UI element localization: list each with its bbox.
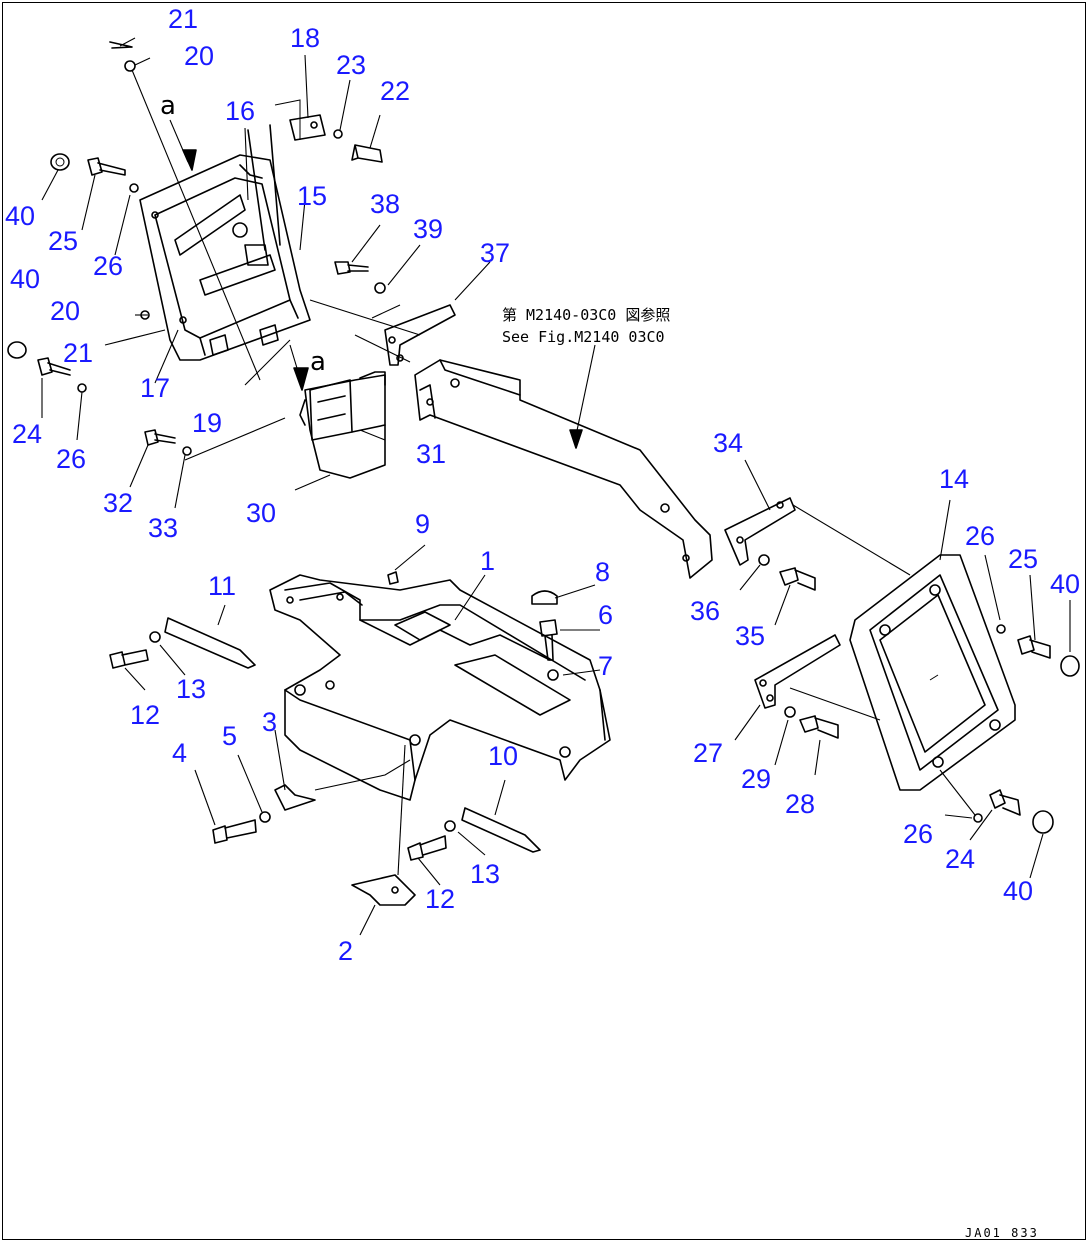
window-frame-upper-left	[139, 154, 311, 361]
callout-22: 22	[380, 76, 410, 106]
callout-24: 24	[945, 844, 975, 874]
callout-5: 5	[222, 721, 237, 751]
callout-33: 33	[148, 513, 178, 543]
fasteners-center	[109, 571, 559, 906]
callout-4: 4	[172, 738, 187, 768]
callout-35: 35	[735, 621, 765, 651]
callout-15: 15	[297, 181, 327, 211]
leader-lines	[41, 37, 1071, 936]
callout-23: 23	[336, 50, 366, 80]
stay-rods	[247, 99, 301, 251]
fasteners-upper-left	[7, 41, 386, 456]
callout-37: 37	[480, 238, 510, 268]
callout-labels: 21 20 18 23 22 16 15 40 25 26 38 39 37 4…	[5, 4, 1080, 966]
callout-3: 3	[262, 707, 277, 737]
callout-9: 9	[415, 509, 430, 539]
callout-27: 27	[693, 738, 723, 768]
reference-note-en: See Fig.M2140 03C0	[502, 328, 665, 346]
callout-40: 40	[1003, 876, 1033, 906]
callout-16: 16	[225, 96, 255, 126]
window-frame-right	[849, 554, 1016, 791]
callout-26: 26	[903, 819, 933, 849]
callout-34: 34	[713, 428, 743, 458]
view-marker-a-upper: a	[160, 91, 176, 121]
callout-40: 40	[1050, 569, 1080, 599]
callout-38: 38	[370, 189, 400, 219]
callout-28: 28	[785, 789, 815, 819]
callout-32: 32	[103, 488, 133, 518]
callout-21: 21	[168, 4, 198, 34]
callout-40: 40	[5, 201, 35, 231]
callout-10: 10	[488, 741, 518, 771]
long-beam	[414, 359, 713, 579]
callout-21: 21	[63, 338, 93, 368]
callout-13: 13	[470, 859, 500, 889]
callout-24: 24	[12, 419, 42, 449]
callout-2: 2	[338, 936, 353, 966]
callout-8: 8	[595, 557, 610, 587]
callout-26: 26	[965, 521, 995, 551]
callout-20: 20	[184, 41, 214, 71]
callout-36: 36	[690, 596, 720, 626]
callout-39: 39	[413, 214, 443, 244]
callout-17: 17	[140, 373, 170, 403]
callout-6: 6	[598, 600, 613, 630]
callout-31: 31	[416, 439, 446, 469]
callout-40: 40	[10, 264, 40, 294]
fasteners-right	[784, 624, 1080, 834]
base-plate	[269, 574, 611, 801]
callout-26: 26	[56, 444, 86, 474]
callout-20: 20	[50, 296, 80, 326]
callout-19: 19	[192, 408, 222, 438]
l-bracket-30-31	[299, 371, 386, 479]
callout-11: 11	[208, 571, 236, 601]
drawing-code: JA01 833	[965, 1226, 1039, 1240]
callout-25: 25	[1008, 544, 1038, 574]
bracket-18	[289, 114, 383, 163]
callout-30: 30	[246, 498, 276, 528]
bracket-34	[724, 497, 816, 591]
callout-13: 13	[176, 674, 206, 704]
callout-26: 26	[93, 251, 123, 281]
view-arrows	[169, 119, 309, 391]
reference-note-jp: 第 M2140-03C0 図参照	[502, 306, 670, 324]
callout-12: 12	[425, 884, 455, 914]
callout-18: 18	[290, 23, 320, 53]
callout-12: 12	[130, 700, 160, 730]
callout-29: 29	[741, 764, 771, 794]
callout-1: 1	[480, 546, 495, 576]
callout-25: 25	[48, 226, 78, 256]
bracket-27	[754, 634, 841, 709]
callout-14: 14	[939, 464, 969, 494]
callout-7: 7	[598, 651, 613, 681]
view-marker-a-lower: a	[310, 347, 326, 377]
